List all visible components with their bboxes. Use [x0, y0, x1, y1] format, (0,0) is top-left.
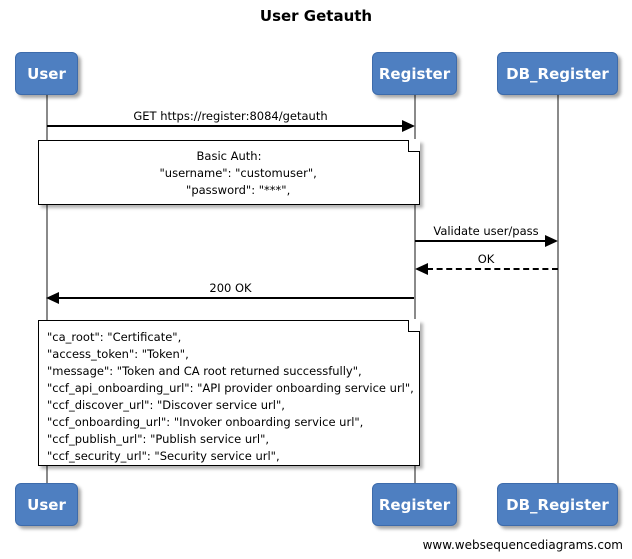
note-response-text: "ca_root": "Certificate", "access_token"…: [47, 330, 414, 463]
diagram-title: User Getauth: [259, 7, 373, 25]
note-fold-icon: [408, 139, 420, 152]
note-fold-icon: [408, 319, 420, 332]
actor-label: DB_Register: [506, 64, 609, 83]
message-label-get-getauth: GET https://register:8084/getauth: [133, 109, 328, 123]
message-label-validate-user-pass: Validate user/pass: [433, 224, 539, 238]
footer-watermark: www.websequencediagrams.com: [422, 538, 623, 552]
message-label-200-ok: 200 OK: [209, 281, 252, 295]
lifeline-user: [46, 94, 48, 484]
note-response-payload: "ca_root": "Certificate", "access_token"…: [38, 319, 420, 466]
actor-db-register-top[interactable]: DB_Register: [497, 52, 618, 95]
message-line-ok: [427, 268, 558, 270]
actor-label: User: [27, 64, 66, 83]
note-request-basic-auth: Basic Auth: "username": "customuser", "p…: [38, 139, 420, 205]
lifeline-db-register: [557, 94, 559, 484]
actor-label: Register: [378, 495, 451, 514]
message-line-get-getauth: [47, 125, 402, 127]
arrow-head-200-ok: [46, 292, 59, 304]
actor-label: Register: [378, 64, 451, 83]
actor-register-bottom[interactable]: Register: [372, 483, 457, 526]
message-line-validate-user-pass: [415, 240, 546, 242]
arrow-head-ok: [415, 263, 428, 275]
actor-user-bottom[interactable]: User: [15, 483, 78, 526]
note-request-text: Basic Auth: "username": "customuser", "p…: [159, 149, 317, 197]
lifeline-register: [414, 94, 416, 484]
actor-user-top[interactable]: User: [15, 52, 78, 95]
message-label-ok: OK: [477, 252, 495, 266]
actor-register-top[interactable]: Register: [372, 52, 457, 95]
arrow-head-get-getauth: [402, 120, 415, 132]
actor-label: User: [27, 495, 66, 514]
arrow-head-validate-user-pass: [545, 235, 558, 247]
message-line-200-ok: [59, 297, 414, 299]
actor-db-register-bottom[interactable]: DB_Register: [497, 483, 618, 526]
actor-label: DB_Register: [506, 495, 609, 514]
